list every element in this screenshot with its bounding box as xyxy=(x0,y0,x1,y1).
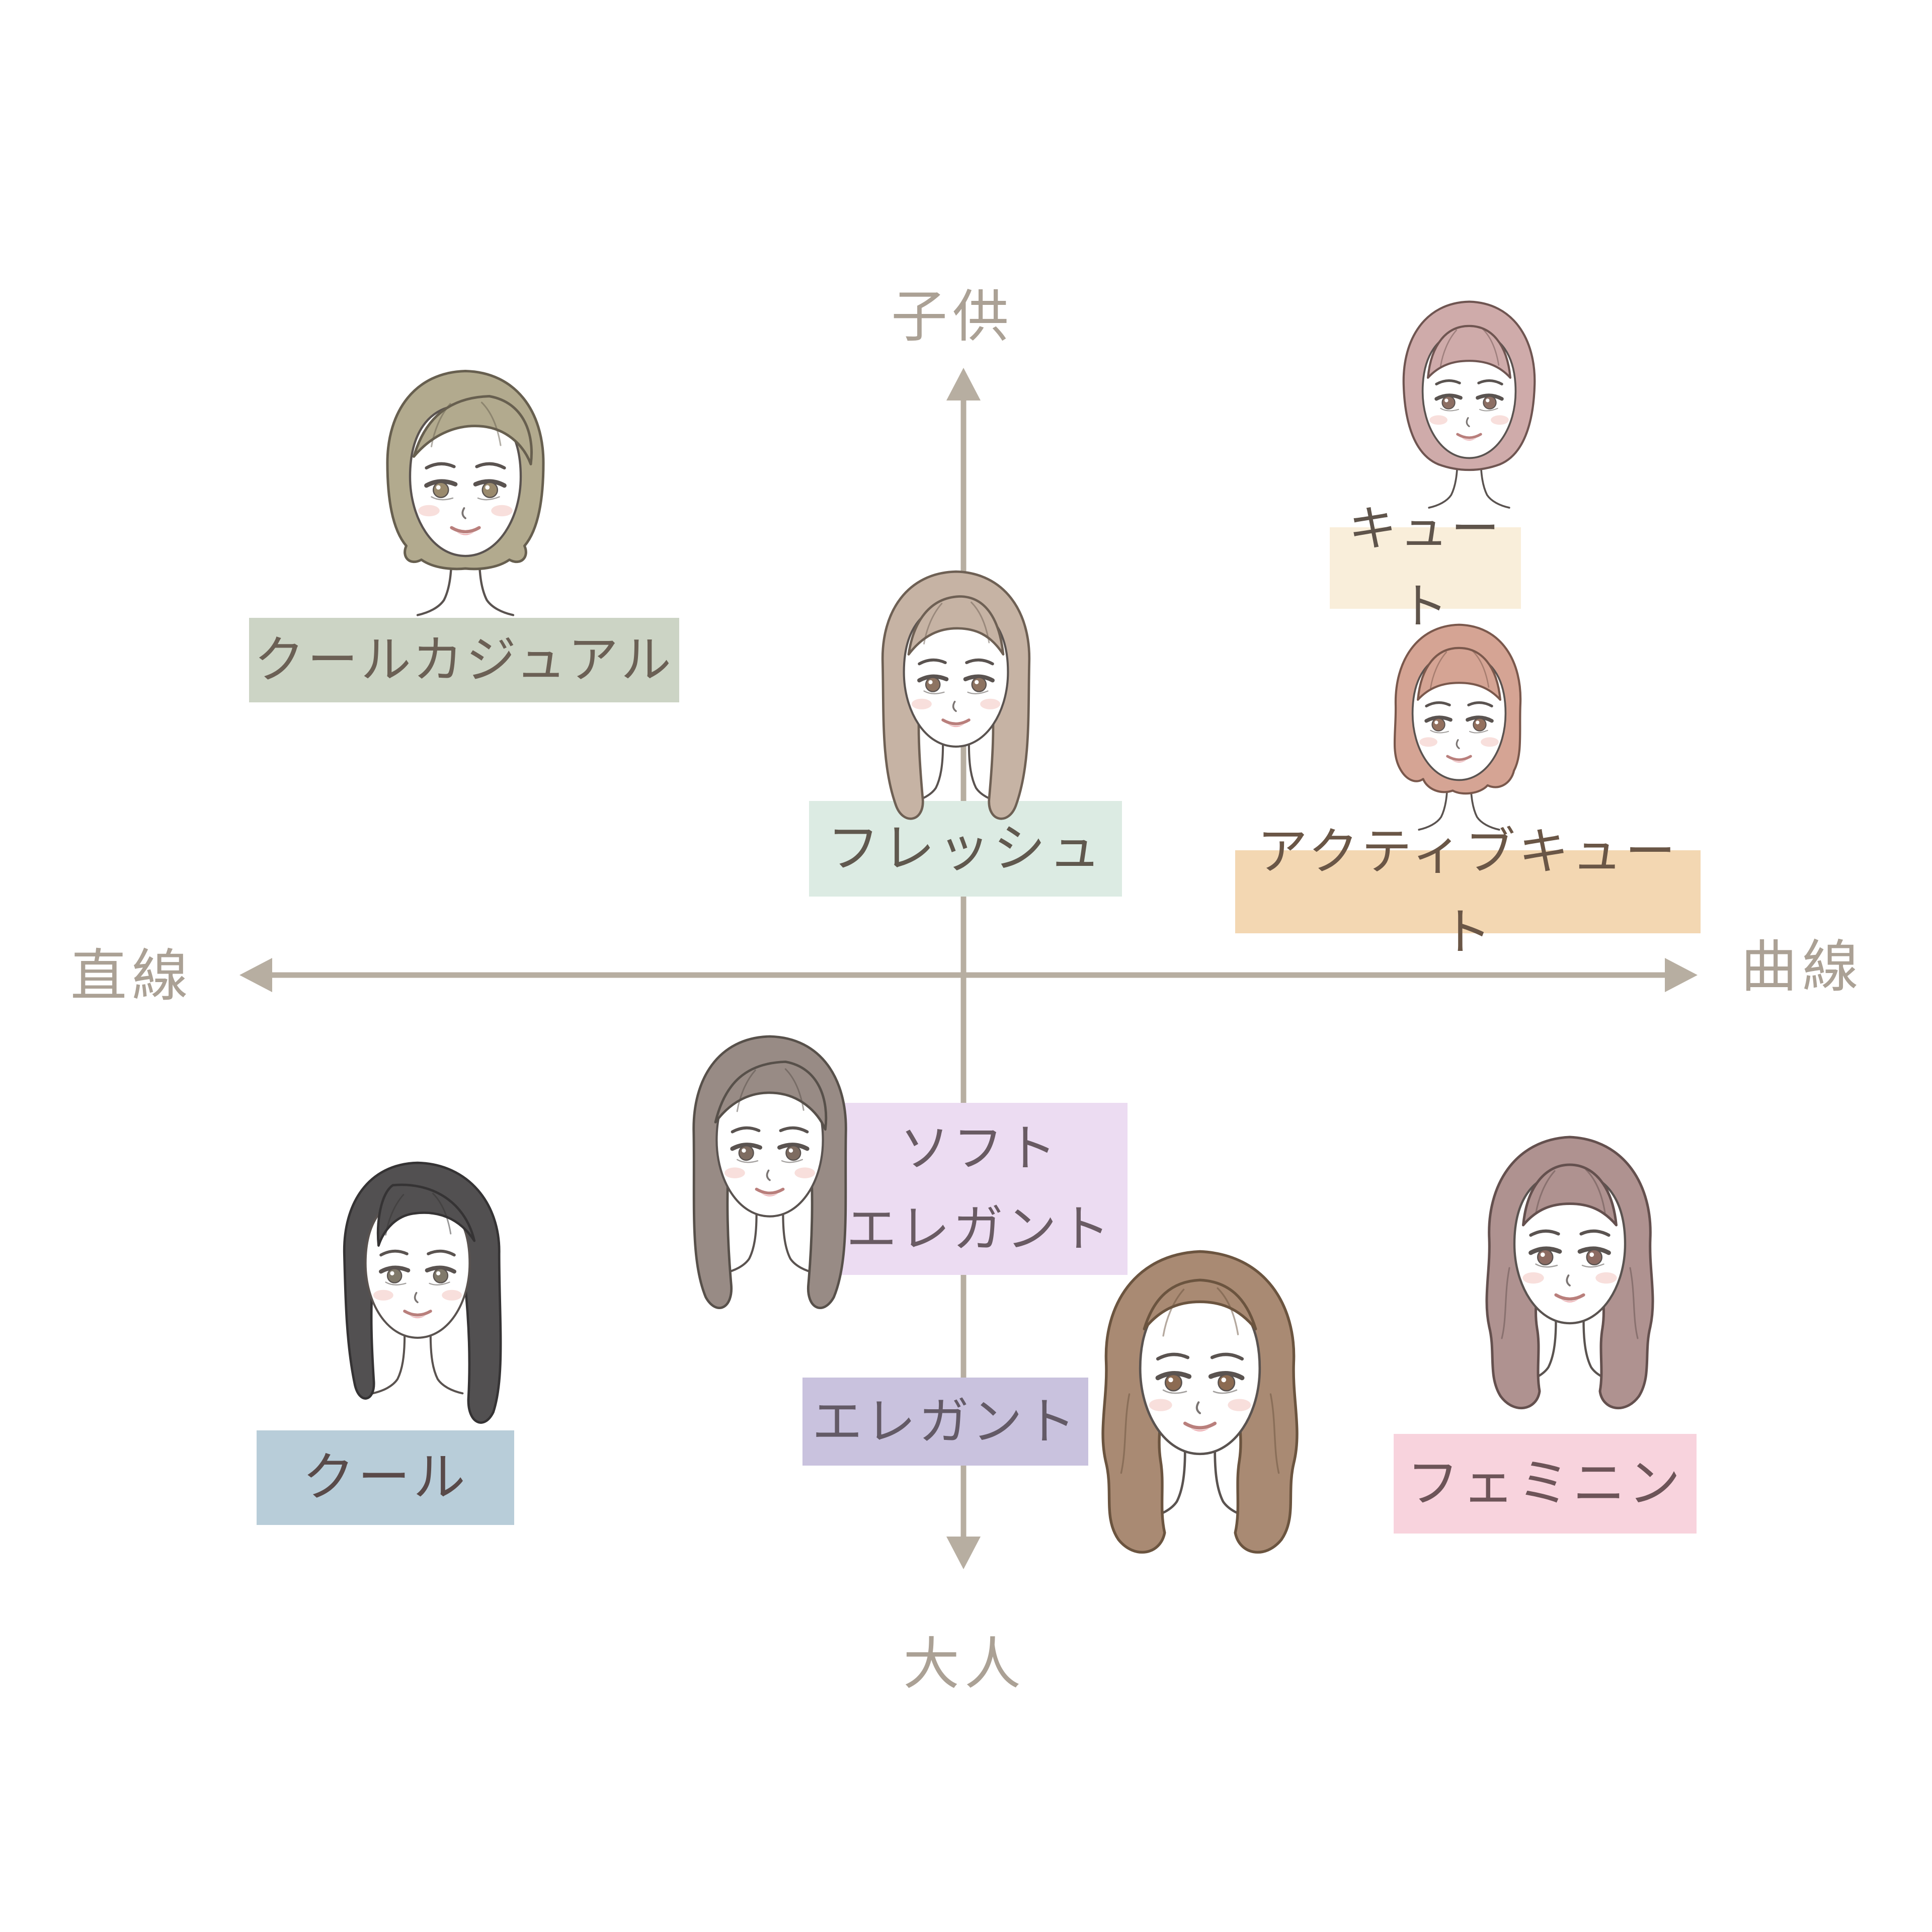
axis-label-child: 子供 xyxy=(891,285,1014,348)
face-illustration-fresh xyxy=(838,541,1074,848)
face-illustration-active-cute xyxy=(1353,596,1565,871)
up-arrowhead-icon xyxy=(946,368,981,400)
face-illustration-cute xyxy=(1363,274,1575,549)
axis-label-straight: 直線 xyxy=(70,944,193,1007)
face-illustration-elegant xyxy=(1064,1218,1336,1571)
type-label-cool: クール xyxy=(257,1430,514,1525)
face-illustration-cool xyxy=(299,1132,536,1439)
face-illustration-cool-casual xyxy=(340,337,591,664)
type-label-active-cute: アクティブキュート xyxy=(1235,824,1701,960)
left-arrowhead-icon xyxy=(239,958,272,992)
type-label-soft-elegant: ソフト エレガント xyxy=(832,1103,1128,1275)
axis-label-adult: 大人 xyxy=(903,1633,1026,1696)
down-arrowhead-icon xyxy=(946,1537,981,1569)
face-illustration-soft-elegant xyxy=(649,1006,891,1320)
type-label-elegant: エレガント xyxy=(802,1378,1088,1466)
type-label-cool-casual: クールカジュアル xyxy=(249,618,679,702)
type-label-fresh: フレッシュ xyxy=(809,801,1122,897)
right-arrowhead-icon xyxy=(1665,958,1698,992)
type-label-feminine: フェミニン xyxy=(1394,1434,1697,1534)
axis-label-curved: 曲線 xyxy=(1741,935,1864,998)
face-illustration-feminine xyxy=(1444,1104,1696,1431)
